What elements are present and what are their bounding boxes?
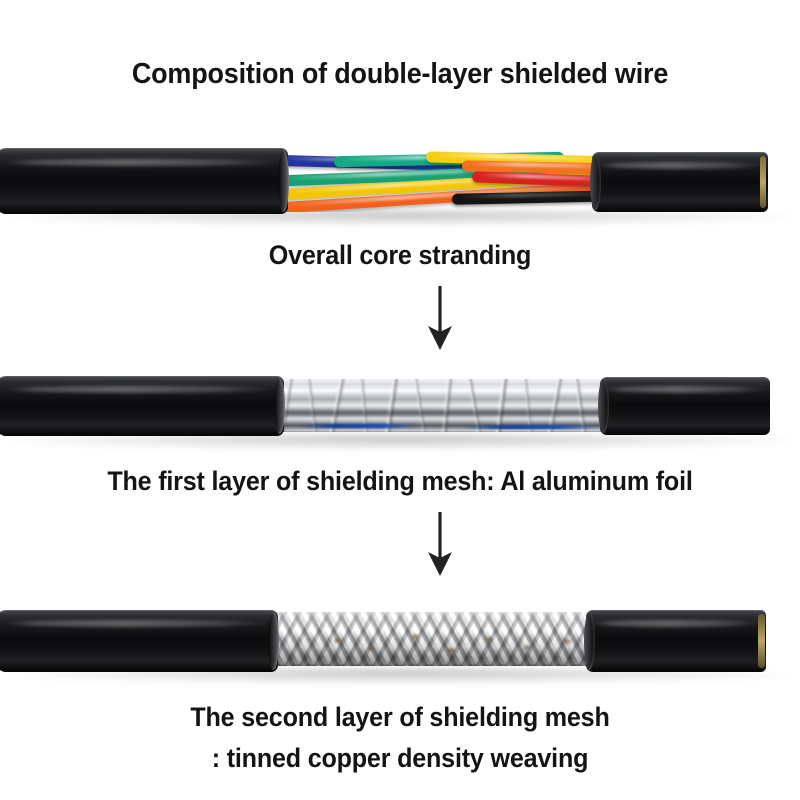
- page-title: Composition of double-layer shielded wir…: [131, 58, 669, 90]
- flow-arrow-1: [400, 286, 480, 352]
- caption-step-3-line-1: The second layer of shielding mesh: [190, 702, 610, 732]
- flow-arrow-2: [400, 512, 480, 578]
- aluminum-foil-shield: [276, 379, 608, 432]
- cable-jacket-right: [592, 152, 768, 212]
- tinned-copper-braid-shield: [272, 612, 602, 666]
- core-peek-blue: [298, 424, 418, 428]
- jacket-cut-end-right: [590, 154, 601, 210]
- core-black: [451, 190, 608, 205]
- cable-jacket-right: [600, 377, 770, 435]
- jacket-tip-highlight: [758, 614, 765, 668]
- cable-shadow: [6, 668, 796, 684]
- cable-step-1: [0, 140, 800, 230]
- cable-step-3: [0, 598, 800, 688]
- jacket-cut-end-left: [274, 378, 285, 434]
- jacket-cut-end-right: [584, 612, 595, 670]
- core-peek-blue-2: [462, 425, 597, 429]
- cable-shadow: [6, 210, 796, 226]
- caption-step-3-line-2: : tinned copper density weaving: [211, 743, 589, 773]
- cable-shadow: [6, 434, 796, 450]
- core-bundle: [276, 148, 608, 212]
- caption-step-1: Overall core stranding: [268, 240, 532, 270]
- cable-jacket-left: [0, 148, 288, 214]
- cable-step-2: [0, 366, 800, 452]
- cable-jacket-right: [586, 610, 766, 672]
- cable-jacket-left: [0, 376, 284, 436]
- jacket-cut-end-left: [278, 150, 289, 212]
- jacket-tip-highlight: [760, 156, 766, 208]
- cable-jacket-left: [0, 610, 278, 672]
- jacket-cut-end-right: [598, 379, 609, 433]
- arrow-down-icon: [428, 286, 452, 350]
- caption-step-2: The first layer of shielding mesh: Al al…: [107, 466, 693, 496]
- jacket-cut-end-left: [268, 612, 279, 670]
- arrow-down-icon: [428, 512, 452, 576]
